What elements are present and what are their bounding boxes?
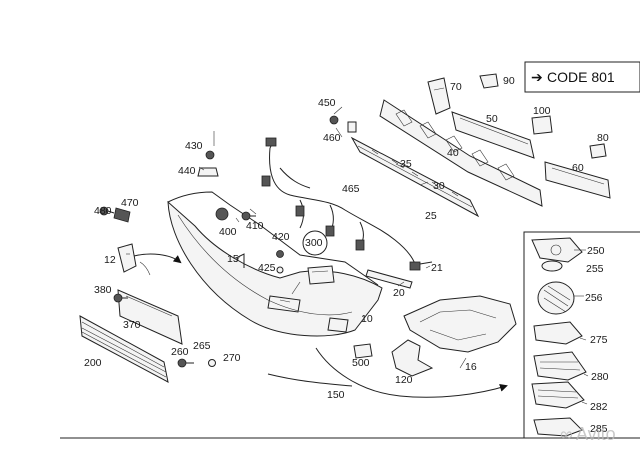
part-255-ring xyxy=(541,260,563,272)
part-200-grille xyxy=(79,315,169,383)
label-12: 12 xyxy=(104,254,116,266)
part-60 xyxy=(544,161,611,199)
label-380: 380 xyxy=(94,284,112,296)
label-16: 16 xyxy=(465,361,477,373)
part-25-absorber xyxy=(350,136,480,218)
part-370-plate xyxy=(117,289,183,345)
part-150-strip xyxy=(267,373,353,387)
watermark-mark: ∞ xyxy=(560,424,573,444)
callout-labels: 10 12 15 16 20 21 25 30 35 40 50 60 70 8… xyxy=(84,75,609,435)
label-410: 410 xyxy=(246,220,264,232)
part-285-trim xyxy=(533,417,583,437)
label-480: 480 xyxy=(94,205,112,217)
label-60: 60 xyxy=(572,162,584,174)
part-90-clip xyxy=(479,73,499,89)
label-80: 80 xyxy=(597,132,609,144)
code-label: CODE 801 xyxy=(547,69,615,85)
watermark-text: Avito xyxy=(576,424,616,444)
label-15: 15 xyxy=(227,253,239,265)
label-70: 70 xyxy=(450,81,462,93)
part-275-cover xyxy=(533,321,583,345)
part-280-grille xyxy=(533,351,587,381)
code-box: ➔ CODE 801 xyxy=(524,61,640,93)
part-100-clip xyxy=(531,115,553,135)
arrow-12 xyxy=(133,253,182,264)
part-250-cover xyxy=(531,237,583,263)
label-50: 50 xyxy=(486,113,498,125)
label-150: 150 xyxy=(327,389,345,401)
label-10: 10 xyxy=(361,313,373,325)
label-200: 200 xyxy=(84,357,102,369)
label-285: 285 xyxy=(590,423,608,435)
label-300-circle xyxy=(302,230,328,256)
bumper-cover xyxy=(167,191,383,337)
label-270: 270 xyxy=(223,352,241,364)
label-300: 300 xyxy=(305,237,323,249)
label-120: 120 xyxy=(395,374,413,386)
label-265: 265 xyxy=(193,340,211,352)
label-260: 260 xyxy=(171,346,189,358)
part-16-guide xyxy=(403,295,517,353)
watermark: ∞ Avito xyxy=(560,424,616,444)
label-255: 255 xyxy=(586,263,604,275)
label-430: 430 xyxy=(185,140,203,152)
part-70-bracket xyxy=(427,77,451,115)
label-470: 470 xyxy=(121,197,139,209)
label-440: 440 xyxy=(178,165,196,177)
label-90: 90 xyxy=(503,75,515,87)
part-12-bracket xyxy=(117,243,137,273)
arrow-to-variants xyxy=(315,347,508,398)
label-500: 500 xyxy=(352,357,370,369)
small-fasteners xyxy=(99,115,433,368)
label-370: 370 xyxy=(123,319,141,331)
part-300-holder xyxy=(291,265,335,295)
part-256-grille xyxy=(537,281,575,315)
label-465: 465 xyxy=(342,183,360,195)
label-400: 400 xyxy=(219,226,237,238)
label-275: 275 xyxy=(590,334,608,346)
label-425: 425 xyxy=(258,262,276,274)
variant-panel-bracket xyxy=(523,231,640,439)
label-35: 35 xyxy=(400,158,412,170)
part-50-crossmember xyxy=(451,111,535,159)
label-21: 21 xyxy=(431,262,443,274)
label-20: 20 xyxy=(393,287,405,299)
code-arrow: ➔ xyxy=(531,69,543,85)
label-250: 250 xyxy=(587,245,605,257)
part-80-clip xyxy=(589,143,607,159)
label-450: 450 xyxy=(318,97,336,109)
part-20-strip xyxy=(365,269,413,289)
part-120-liner xyxy=(391,339,434,377)
label-420: 420 xyxy=(272,231,290,243)
label-100: 100 xyxy=(533,105,551,117)
part-282-grille xyxy=(531,381,585,409)
label-40: 40 xyxy=(447,147,459,159)
label-256: 256 xyxy=(585,292,603,304)
leader-lines xyxy=(198,106,589,405)
label-30: 30 xyxy=(433,180,445,192)
label-460: 460 xyxy=(323,132,341,144)
label-280: 280 xyxy=(591,371,609,383)
part-40-absorber xyxy=(379,99,543,207)
part-465-harness xyxy=(261,137,421,271)
label-25: 25 xyxy=(425,210,437,222)
label-282: 282 xyxy=(590,401,608,413)
